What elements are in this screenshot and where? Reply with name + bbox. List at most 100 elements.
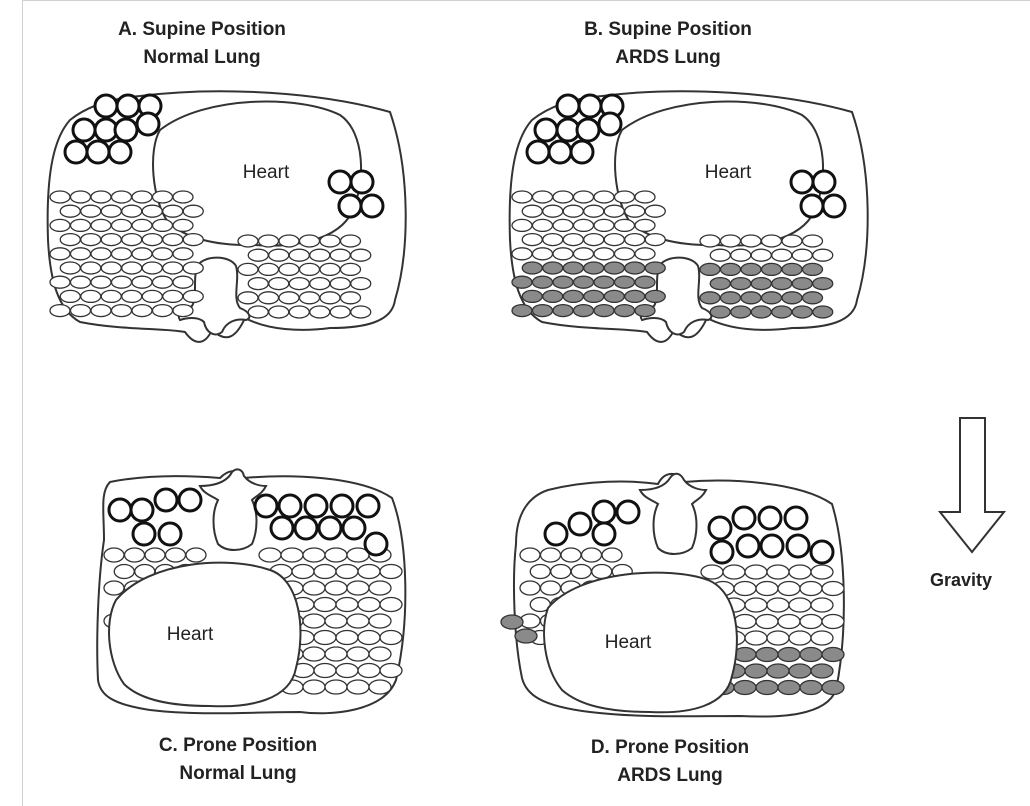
small-alveolus — [710, 249, 730, 261]
large-alveolus — [319, 517, 341, 539]
large-alveolus — [279, 495, 301, 517]
small-alveolus — [60, 205, 80, 217]
collapsed-alveolus — [767, 664, 789, 678]
small-alveolus — [153, 248, 173, 260]
small-alveolus — [625, 205, 645, 217]
small-alveolus — [336, 598, 358, 612]
small-alveolus — [125, 548, 145, 562]
large-alveolus — [351, 171, 373, 193]
small-alveolus — [561, 548, 581, 562]
small-alveolus — [183, 262, 203, 274]
spine-shape — [640, 474, 706, 554]
small-alveolus — [625, 234, 645, 246]
small-alveolus — [734, 582, 756, 596]
large-alveolus — [361, 195, 383, 217]
down-arrow-icon — [940, 418, 1004, 552]
small-alveolus — [292, 565, 314, 579]
small-alveolus — [789, 598, 811, 612]
small-alveolus — [325, 647, 347, 661]
small-alveolus — [582, 548, 602, 562]
collapsed-alveolus — [734, 681, 756, 695]
small-alveolus — [145, 548, 165, 562]
small-alveolus — [574, 219, 594, 231]
small-alveolus — [635, 191, 655, 203]
panel-a: Heart — [48, 91, 406, 342]
small-alveolus — [142, 290, 162, 302]
large-alveolus — [357, 495, 379, 517]
collapsed-alveolus — [594, 276, 614, 288]
small-alveolus — [81, 234, 101, 246]
small-alveolus — [615, 219, 635, 231]
small-alveolus — [700, 235, 720, 247]
small-alveolus — [303, 614, 325, 628]
small-alveolus — [300, 292, 320, 304]
large-alveolus — [791, 171, 813, 193]
small-alveolus — [91, 276, 111, 288]
small-alveolus — [594, 191, 614, 203]
small-alveolus — [132, 248, 152, 260]
small-alveolus — [325, 680, 347, 694]
collapsed-alveolus — [604, 290, 624, 302]
small-alveolus — [604, 234, 624, 246]
collapsed-alveolus — [721, 263, 741, 275]
small-alveolus — [71, 191, 91, 203]
small-alveolus — [756, 582, 778, 596]
collapsed-alveolus — [721, 292, 741, 304]
small-alveolus — [183, 205, 203, 217]
small-alveolus — [741, 235, 761, 247]
large-alveolus — [137, 113, 159, 135]
large-alveolus — [709, 517, 731, 539]
collapsed-alveolus — [751, 278, 771, 290]
small-alveolus — [259, 292, 279, 304]
collapsed-alveolus — [553, 305, 573, 317]
small-alveolus — [594, 219, 614, 231]
collapsed-alveolus — [522, 262, 542, 274]
small-alveolus — [380, 598, 402, 612]
collapsed-alveolus — [762, 292, 782, 304]
large-alveolus — [95, 95, 117, 117]
small-alveolus — [756, 615, 778, 629]
small-alveolus — [60, 234, 80, 246]
small-alveolus — [330, 278, 350, 290]
small-alveolus — [543, 234, 563, 246]
small-alveolus — [533, 248, 553, 260]
small-alveolus — [762, 235, 782, 247]
small-alveolus — [71, 219, 91, 231]
small-alveolus — [173, 191, 193, 203]
small-alveolus — [800, 615, 822, 629]
heart-label: Heart — [167, 624, 214, 645]
small-alveolus — [745, 631, 767, 645]
small-alveolus — [574, 248, 594, 260]
small-alveolus — [533, 191, 553, 203]
small-alveolus — [358, 565, 380, 579]
large-alveolus — [179, 489, 201, 511]
large-alveolus — [255, 495, 277, 517]
collapsed-alveolus — [635, 276, 655, 288]
small-alveolus — [314, 664, 336, 678]
large-alveolus — [557, 95, 579, 117]
small-alveolus — [238, 292, 258, 304]
small-alveolus — [81, 205, 101, 217]
heart-label: Heart — [605, 632, 652, 653]
panel-c: Heart — [97, 469, 405, 713]
collapsed-alveolus — [772, 278, 792, 290]
small-alveolus — [369, 581, 391, 595]
small-alveolus — [279, 292, 299, 304]
large-alveolus — [593, 501, 615, 523]
large-alveolus — [527, 141, 549, 163]
small-alveolus — [122, 262, 142, 274]
small-alveolus — [163, 234, 183, 246]
small-alveolus — [142, 234, 162, 246]
large-alveolus — [305, 495, 327, 517]
small-alveolus — [615, 191, 635, 203]
small-alveolus — [153, 305, 173, 317]
small-alveolus — [104, 581, 124, 595]
collapsed-alveolus — [563, 262, 583, 274]
collapsed-alveolus — [710, 278, 730, 290]
small-alveolus — [314, 598, 336, 612]
small-alveolus — [122, 205, 142, 217]
small-alveolus — [822, 582, 844, 596]
small-alveolus — [91, 219, 111, 231]
small-alveolus — [571, 565, 591, 579]
